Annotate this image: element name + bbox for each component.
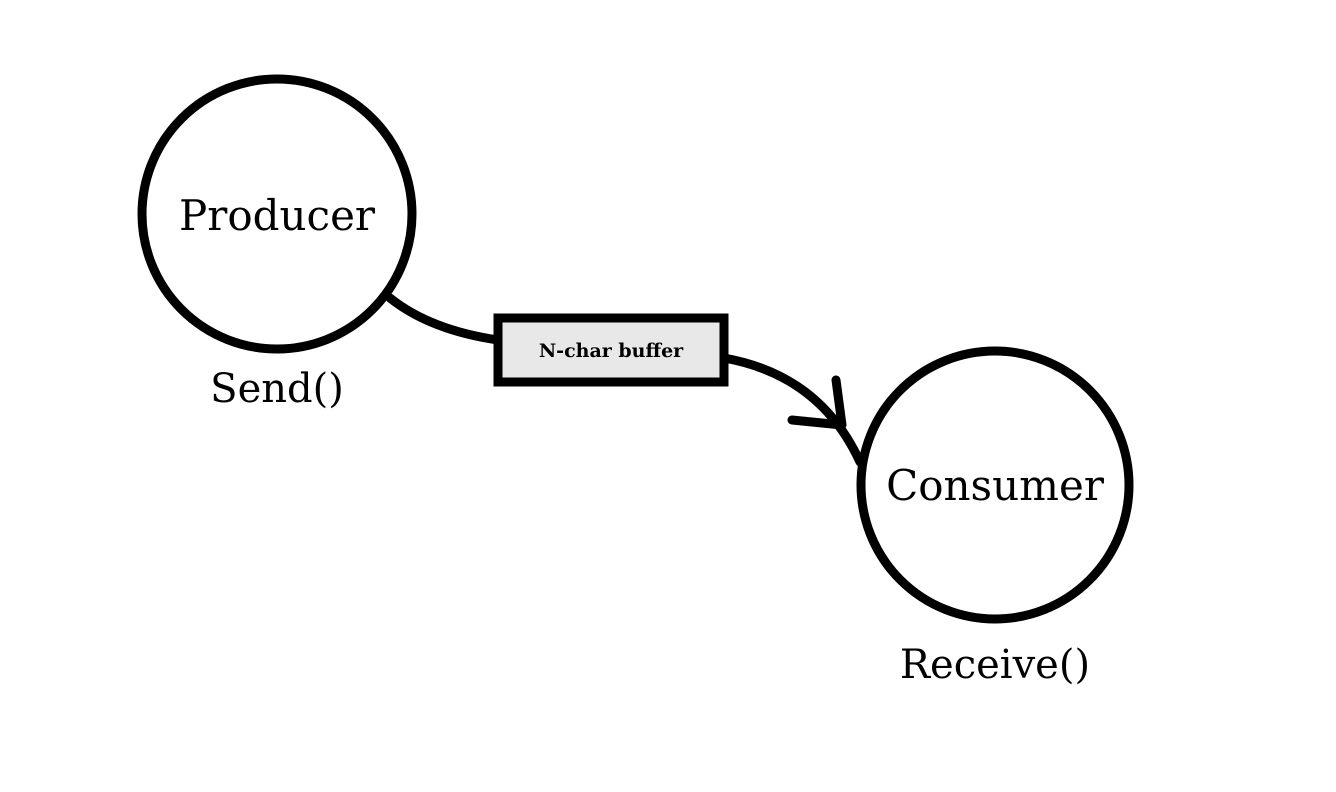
consumer-node: Consumer [856, 346, 1134, 624]
buffer-to-consumer-edge [719, 353, 865, 467]
producer-method-label: Send() [210, 366, 344, 412]
producer-label: Producer [179, 191, 376, 240]
producer-to-buffer-edge [385, 293, 503, 345]
consumer-method-label: Receive() [900, 642, 1090, 688]
buffer-label: N-char buffer [539, 340, 684, 362]
buffer-node: N-char buffer [493, 313, 729, 387]
consumer-circle [856, 346, 1134, 624]
producer-circle [137, 74, 417, 354]
consumer-label: Consumer [886, 461, 1105, 510]
producer-node: Producer [137, 74, 417, 354]
arrowhead-icon [787, 375, 847, 430]
buffer-box [493, 313, 729, 387]
